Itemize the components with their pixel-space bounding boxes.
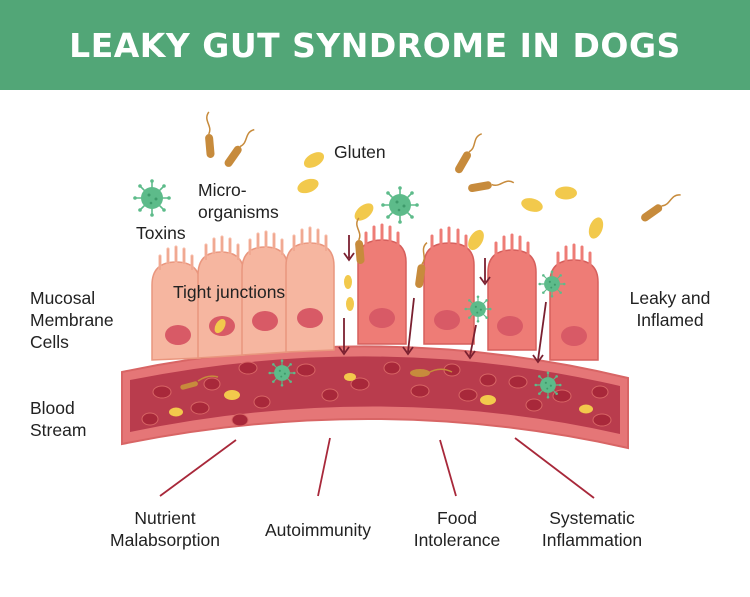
label-microorganisms: Micro- organisms <box>198 180 279 222</box>
effect-food-intolerance: Food Intolerance <box>413 508 501 550</box>
label-toxins: Toxins <box>136 223 186 243</box>
label-blood-stream: Blood Stream <box>30 398 87 440</box>
label-mucosal-cells: Mucosal Membrane Cells <box>30 288 114 352</box>
effect-nutrient-malabsorption: Nutrient Malabsorption <box>110 508 220 550</box>
effect-lines <box>159 437 595 499</box>
inflamed-cell <box>423 242 475 345</box>
virus-in-blood-1 <box>268 359 295 386</box>
inflamed-cell <box>487 249 537 351</box>
virus-in-blood-2 <box>534 371 561 398</box>
label-gluten: Gluten <box>334 142 386 162</box>
healthy-cell <box>151 261 201 361</box>
inflamed-cell <box>549 259 599 361</box>
leaky-gut-illustration <box>121 111 683 499</box>
blood-vessel <box>121 345 629 450</box>
healthy-cell <box>285 242 335 353</box>
page-title: LEAKY GUT SYNDROME IN DOGS <box>69 25 681 65</box>
label-tight-junctions: Tight junctions <box>173 282 286 302</box>
leak-arrows <box>338 235 547 363</box>
healthy-cell <box>197 251 245 359</box>
inflamed-mucosal-cells <box>357 223 599 361</box>
label-leaky-inflamed: Leaky and Inflamed <box>629 288 711 330</box>
title-banner: LEAKY GUT SYNDROME IN DOGS <box>0 0 750 90</box>
effect-systematic-inflammation: Systematic Inflammation <box>541 508 643 550</box>
healthy-mucosal-cells <box>151 226 335 361</box>
effect-autoimmunity: Autoimmunity <box>264 520 371 540</box>
gluten-particles <box>212 148 606 336</box>
red-blood-cells <box>141 361 612 427</box>
inflamed-cell <box>357 239 407 345</box>
gluten-in-blood <box>169 368 593 417</box>
